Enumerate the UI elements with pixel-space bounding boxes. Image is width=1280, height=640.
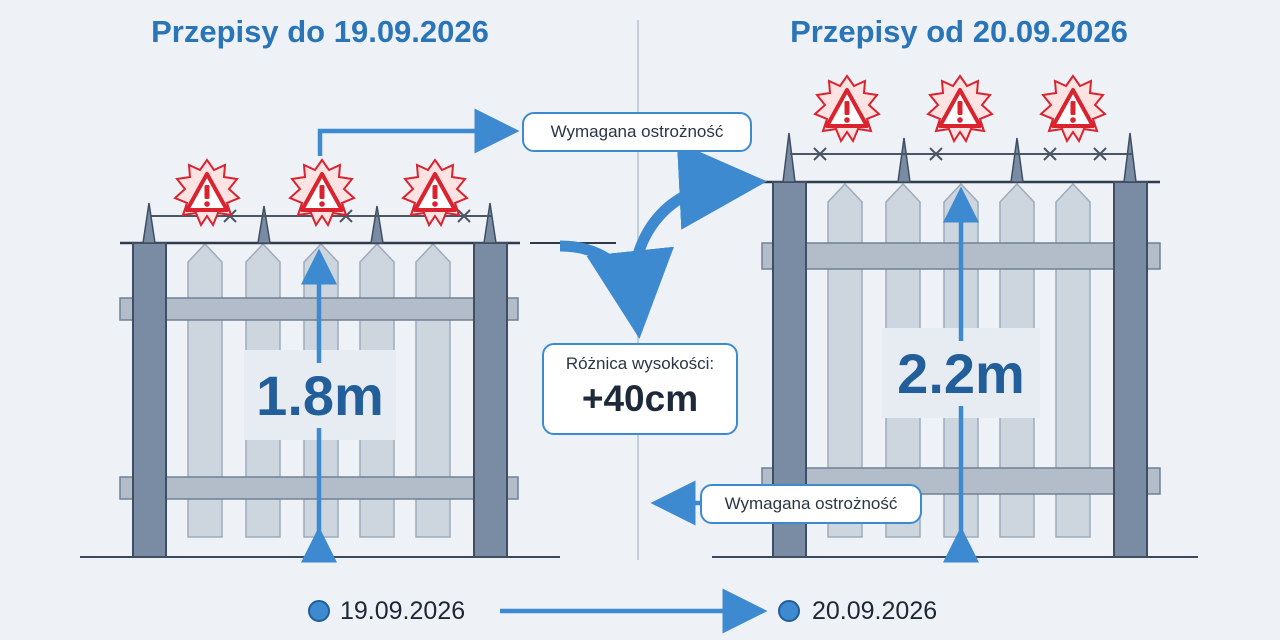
height-label-right: 2.2m [882, 341, 1040, 406]
warning-triangle-icon [288, 158, 356, 227]
difference-label: Różnica wysokości: [565, 354, 715, 373]
difference-value: +40cm [581, 378, 699, 419]
caution-callout-bottom: Wymagana ostrożność [700, 484, 922, 524]
post-left-1 [132, 242, 167, 558]
warning-triangle-icon [926, 74, 994, 143]
difference-callout: Różnica wysokości: +40cm [542, 343, 738, 435]
warning-triangle-icon [813, 74, 881, 143]
warning-triangle-icon [173, 158, 241, 227]
timeline-end-date: 20.09.2026 [812, 597, 938, 625]
fence-left [119, 158, 520, 563]
post-left-2 [473, 242, 508, 558]
post-right-2 [1113, 181, 1148, 558]
height-label-left: 1.8m [244, 363, 396, 428]
transition-arrow-down [559, 240, 674, 339]
timeline-dot-end [778, 600, 800, 622]
spike-row-right [782, 132, 1137, 183]
title-left: Przepisy do 19.09.2026 [151, 14, 489, 49]
barbed-wire-right [790, 147, 1132, 161]
warning-triangle-icon [1039, 74, 1107, 143]
title-right: Przepisy od 20.09.2026 [790, 14, 1128, 49]
timeline-start-date: 19.09.2026 [340, 597, 466, 625]
caution-callout-top: Wymagana ostrożność [522, 112, 752, 152]
caution-arrow-top [317, 108, 520, 156]
transition-arrow-up [626, 141, 767, 299]
warning-triangle-icon [401, 158, 469, 227]
spike-row-left [142, 202, 497, 244]
timeline-dot-start [308, 600, 330, 622]
